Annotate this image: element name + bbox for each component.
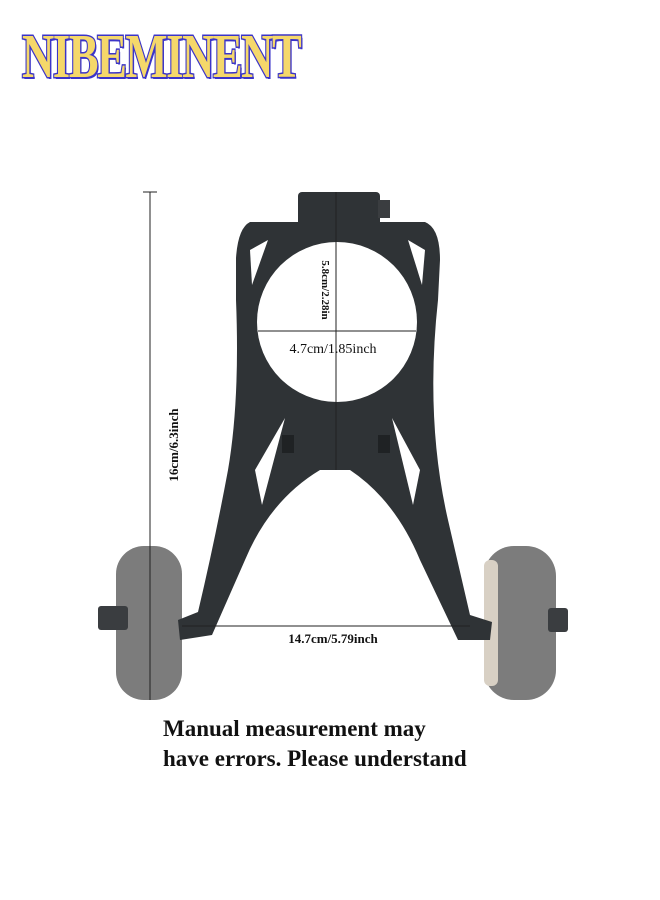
clamp-height-label: 5.8cm/2.28in [319, 260, 331, 319]
right-wheel [484, 546, 568, 700]
disclaimer-line-2: have errors. Please understand [163, 746, 467, 771]
bracket [178, 192, 492, 640]
left-wheel [98, 546, 182, 700]
height-label: 16cm/6.3inch [166, 408, 181, 482]
disclaimer-line-1: Manual measurement may [163, 716, 426, 741]
clamp-width-label: 4.7cm/1.85inch [289, 342, 376, 357]
axle-width-label: 14.7cm/5.79inch [288, 631, 378, 646]
dimension-lines [143, 191, 470, 700]
brand-logo: NIBEMINENT [21, 22, 303, 93]
